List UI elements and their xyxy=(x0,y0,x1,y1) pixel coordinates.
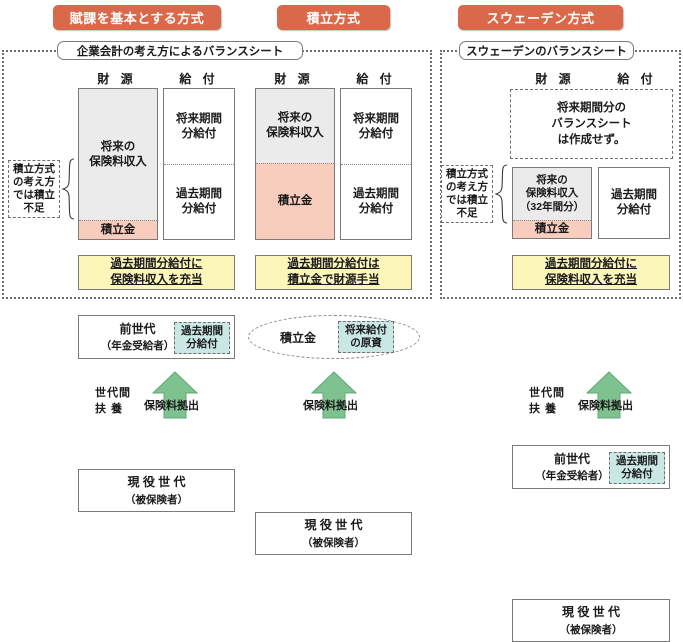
funded-reserve-label: 積立金 xyxy=(280,331,317,345)
payg-support-line2: 扶 養 xyxy=(95,402,124,415)
caption-benefits-sweden: 給 付 xyxy=(617,71,657,86)
payg-active-gen-title: 現 役 世 代 xyxy=(127,475,186,490)
payg-prev-gen-title: 前世代 xyxy=(119,321,156,336)
sweden-note-line2: 保険料収入を充当 xyxy=(545,273,637,286)
payg-note-line2: 保険料収入を充当 xyxy=(110,273,203,286)
sweden-shortfall-line4: 不足 xyxy=(456,206,478,219)
sweden-prev-gen-title: 前世代 xyxy=(553,451,590,466)
funded-funding-note: 過去期間分給付は 積立金で財源手当 xyxy=(255,255,412,290)
payg-note-line1: 過去期間分給付に xyxy=(110,257,203,270)
sweden-active-gen-sub: （被保険者） xyxy=(559,623,623,636)
sweden-future-bs-note: 将来期間分の バランスシート は作成せず。 xyxy=(510,89,673,159)
panel-title-sweden: スウェーデンのバランスシート xyxy=(459,41,634,60)
funded-active-gen-sub: （被保険者） xyxy=(302,536,365,549)
payg-support-line1: 世代間 xyxy=(95,387,131,399)
sweden-past-benefit-tag: 過去期間 分給付 xyxy=(609,452,665,484)
shortfall-line1: 積立方式 xyxy=(13,163,55,176)
payg-prev-gen-sub: （年金受給者） xyxy=(100,340,175,352)
payg-benefit-past: 過去期間 分給付 xyxy=(164,164,234,239)
sweden-prev-generation-box: 前世代 （年金受給者） 過去期間 分給付 xyxy=(512,445,670,489)
caption-resources-sweden: 財 源 xyxy=(535,71,575,86)
caption-benefits-payg: 給 付 xyxy=(179,71,219,86)
sweden-prev-gen-sub: （年金受給者） xyxy=(535,470,609,482)
funded-benefit-future: 将来期間 分給付 xyxy=(353,112,399,140)
payg-resource-reserve: 積立金 xyxy=(79,220,157,239)
payg-active-gen-sub: （被保険者） xyxy=(125,493,188,506)
sweden-shortfall-line3: では積立 xyxy=(446,194,488,206)
payg-contribution-text: 保険料拠出 xyxy=(144,400,199,412)
funded-active-gen-title: 現 役 世 代 xyxy=(304,518,363,533)
header-pill-funded[interactable]: 積立方式 xyxy=(277,5,390,30)
payg-benefit-future: 将来期間 分給付 xyxy=(176,112,222,140)
sweden-note-line1: 過去期間分給付に xyxy=(545,257,637,270)
funded-future-source-tag: 将来給付 の原資 xyxy=(338,321,394,353)
sweden-shortfall-note: 積立方式 の考え方 では積立 不足 xyxy=(441,165,493,223)
payg-funding-note: 過去期間分給付に 保険料収入を充当 xyxy=(78,255,235,290)
sweden-contribution-arrow-icon xyxy=(585,371,633,419)
sweden-benefit-past: 過去期間 分給付 xyxy=(598,167,670,239)
payg-brace-icon xyxy=(61,158,76,220)
sweden-intergenerational-support-label: 世代間 扶 養 xyxy=(529,386,589,418)
sweden-resource-future-premium: 将来の 保険料収入 （32年間分） xyxy=(513,168,591,220)
sweden-active-generation-box: 現 役 世 代 （被保険者） xyxy=(512,599,670,642)
sweden-resource-reserve: 積立金 xyxy=(513,220,591,238)
caption-resources-funded: 財 源 xyxy=(274,71,314,86)
header-pill-sweden[interactable]: スウェーデン方式 xyxy=(458,5,623,30)
funded-resource-future-premium: 将来の 保険料収入 xyxy=(256,89,334,163)
funded-active-generation-box: 現 役 世 代 （被保険者） xyxy=(255,512,412,555)
payg-shortfall-note: 積立方式 の考え方 では積立 不足 xyxy=(8,160,60,218)
shortfall-line3: では積立 xyxy=(13,189,55,201)
caption-resources-payg: 財 源 xyxy=(97,71,137,86)
payg-active-generation-box: 現 役 世 代 （被保険者） xyxy=(78,469,235,512)
payg-prev-generation-label: 前世代 （年金受給者） xyxy=(101,321,175,353)
funded-note-line2: 積立金で財源手当 xyxy=(287,273,380,286)
sweden-active-gen-title: 現 役 世 代 xyxy=(561,605,620,620)
payg-intergenerational-support-label: 世代間 扶 養 xyxy=(95,386,155,418)
payg-active-generation-label: 現 役 世 代 （被保険者） xyxy=(125,474,188,506)
payg-contribution-label: 保険料拠出 xyxy=(144,397,199,413)
funded-reserve-ellipse xyxy=(248,315,420,359)
payg-contribution-arrow-icon xyxy=(151,371,199,419)
panel-title-corporate-accounting: 企業会計の考え方によるバランスシート xyxy=(57,41,303,60)
sweden-prev-generation-label: 前世代 （年金受給者） xyxy=(535,451,609,483)
payg-resource-future-premium: 将来の 保険料収入 xyxy=(79,89,157,220)
funded-contribution-arrow-icon xyxy=(310,371,358,419)
sweden-support-line1: 世代間 xyxy=(529,387,565,399)
funded-benefit-past: 過去期間 分給付 xyxy=(341,164,411,239)
funded-active-generation-label: 現 役 世 代 （被保険者） xyxy=(302,517,365,549)
sweden-shortfall-line1: 積立方式 xyxy=(446,168,488,181)
sweden-contribution-label: 保険料拠出 xyxy=(578,397,633,413)
payg-past-benefit-tag: 過去期間 分給付 xyxy=(174,322,230,354)
funded-note-line1: 過去期間分給付は xyxy=(287,257,380,270)
shortfall-line4: 不足 xyxy=(23,201,45,214)
funded-contribution-text: 保険料拠出 xyxy=(303,400,358,412)
header-pill-payg[interactable]: 賦課を基本とする方式 xyxy=(53,5,221,30)
sweden-active-generation-label: 現 役 世 代 （被保険者） xyxy=(560,604,623,636)
sweden-support-line2: 扶 養 xyxy=(529,402,558,415)
shortfall-line2: の考え方 xyxy=(13,176,55,189)
funded-resource-reserve: 積立金 xyxy=(256,163,334,239)
payg-prev-generation-box: 前世代 （年金受給者） 過去期間 分給付 xyxy=(78,315,235,359)
caption-benefits-funded: 給 付 xyxy=(356,71,396,86)
sweden-brace-icon xyxy=(494,164,509,224)
sweden-funding-note: 過去期間分給付に 保険料収入を充当 xyxy=(512,255,670,290)
sweden-shortfall-line2: の考え方 xyxy=(446,181,488,194)
sweden-contribution-text: 保険料拠出 xyxy=(578,400,633,412)
funded-contribution-label: 保険料拠出 xyxy=(303,397,358,413)
